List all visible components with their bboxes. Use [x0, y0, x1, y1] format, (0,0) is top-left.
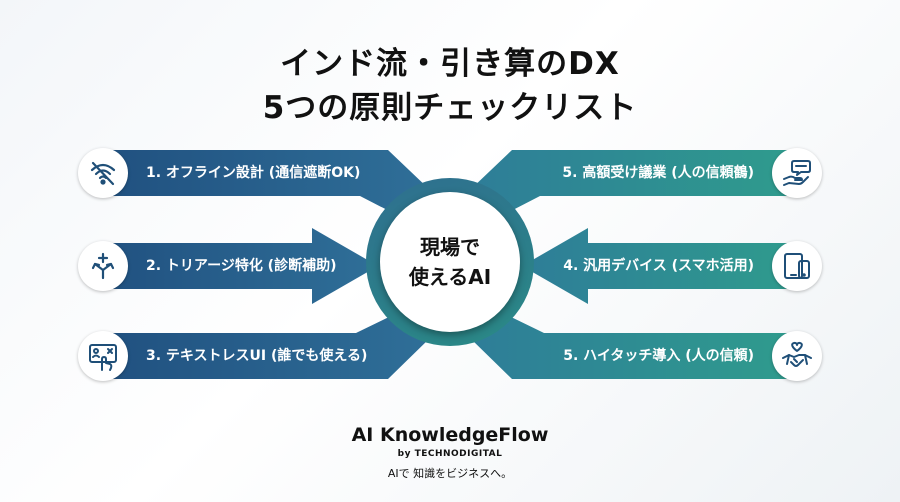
chat-hand-icon [772, 148, 822, 198]
brand-tagline: AIで 知識をビジネスへ。 [387, 467, 513, 480]
right-item-1-label: 5. 高額受け議業 (人の信頼鶴) [562, 165, 754, 181]
left-item-3-label: 3. テキストレスUI (誰でも使える) [146, 348, 368, 364]
center-text-line-1: 現場で [420, 235, 480, 259]
mobile-devices-icon [772, 241, 822, 291]
brand-byline: by TECHNODIGITAL [397, 449, 503, 459]
triage-arrows-icon [78, 241, 128, 291]
page-title-line-2: 5つの原則チェックリスト [262, 90, 638, 126]
center-text-line-2: 使えるAI [408, 265, 492, 289]
wifi-off-icon [78, 148, 128, 198]
arrow-right-5a [470, 150, 821, 214]
arrow-left-3 [79, 314, 430, 379]
page-title-line-1: インド流・引き算のDX [280, 46, 620, 82]
arrow-left-1 [79, 150, 431, 214]
arrow-left-2 [79, 228, 378, 304]
brand-name: AI KnowledgeFlow [351, 424, 549, 446]
center-hub: 現場で 使えるAI [380, 192, 520, 332]
left-item-2-label: 2. トリアージ特化 (診断補助) [146, 258, 337, 274]
right-item-3-label: 5. ハイタッチ導入 (人の信頼) [563, 348, 754, 364]
arrow-right-5b [470, 314, 821, 379]
arrow-right-4 [522, 228, 821, 304]
right-item-2-label: 4. 汎用デバイス (スマホ活用) [563, 258, 754, 274]
handshake-heart-icon [772, 331, 822, 381]
left-item-1-label: 1. オフライン設計 (通信遮断OK) [146, 165, 361, 181]
touch-interface-icon [78, 331, 128, 381]
